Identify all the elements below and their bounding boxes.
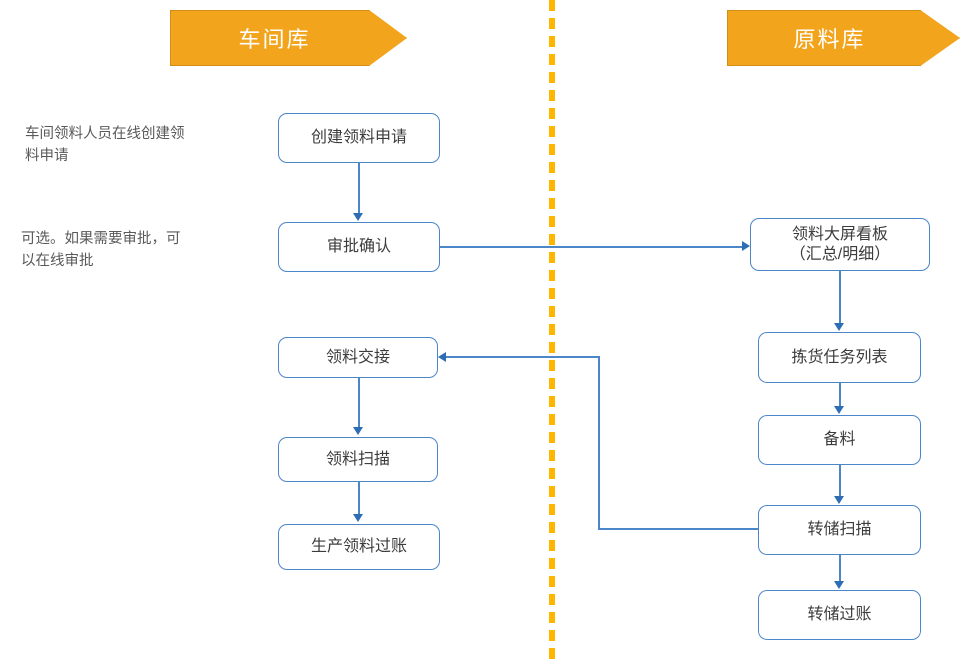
node-picking-dashboard-label-line2: （汇总/明细） [789,245,891,263]
connector-create-to-approval [358,163,360,215]
node-create-picking-request[interactable]: 创建领料申请 [278,113,440,163]
lane-banner-workshop-warehouse: 车间库 [170,10,407,66]
node-create-picking-request-label: 创建领料申请 [310,129,407,147]
node-material-preparation[interactable]: 备料 [758,415,921,465]
connector-transfer-scan-to-posting [839,555,841,583]
node-approval-confirm[interactable]: 审批确认 [278,222,440,272]
node-picking-dashboard[interactable]: 领料大屏看板 （汇总/明细） [750,218,930,271]
lane-divider-dashed-line [549,0,555,665]
node-picking-dashboard-label: 领料大屏看板 [791,225,888,243]
arrowhead-preparation-to-transfer-scan [834,496,844,504]
node-transfer-posting[interactable]: 转储过账 [758,590,921,640]
connector-transfer-scan-to-handover-riser [598,356,600,529]
arrowhead-task-list-to-preparation [834,406,844,414]
connector-transfer-scan-to-handover-top [446,356,599,358]
lane-banner-raw-material-warehouse: 原料库 [727,10,960,66]
arrowhead-transfer-scan-to-posting [834,581,844,589]
arrowhead-transfer-scan-to-handover [438,352,446,362]
node-production-issue-posting-label: 生产领料过账 [310,538,407,556]
node-transfer-scan-label: 转储扫描 [807,521,872,539]
arrowhead-create-to-approval [353,213,363,221]
connector-material-scan-to-posting [358,482,360,515]
connector-transfer-scan-to-handover-bottom [598,528,759,530]
node-transfer-posting-label: 转储过账 [807,606,872,624]
arrowhead-material-scan-to-posting [353,514,363,522]
connector-approval-to-dashboard [440,246,743,248]
arrowhead-approval-to-dashboard [742,241,750,251]
node-production-issue-posting[interactable]: 生产领料过账 [278,524,440,570]
note-create-request: 车间领料人员在线创建领 料申请 [25,126,185,164]
arrowhead-handover-to-material-scan [353,427,363,435]
connector-dashboard-to-task-list [839,271,841,325]
node-picking-task-list-label: 拣货任务列表 [791,348,888,366]
lane-banner-workshop-warehouse-label: 车间库 [238,27,311,52]
node-material-handover-label: 领料交接 [325,348,390,366]
note-approval: 可选。如果需要审批，可 以在线审批 [21,231,181,269]
connector-preparation-to-transfer-scan [839,465,841,498]
arrowhead-dashboard-to-task-list [834,323,844,331]
node-picking-task-list[interactable]: 拣货任务列表 [758,332,921,383]
node-approval-confirm-label: 审批确认 [326,238,391,256]
node-material-scan-label: 领料扫描 [325,450,390,468]
node-transfer-scan[interactable]: 转储扫描 [758,505,921,555]
lane-banner-raw-material-warehouse-label: 原料库 [793,27,866,52]
connector-handover-to-material-scan [358,378,360,428]
node-material-preparation-label: 备料 [823,431,856,449]
node-material-handover[interactable]: 领料交接 [278,337,438,378]
connector-task-list-to-preparation [839,383,841,408]
node-material-scan[interactable]: 领料扫描 [278,437,438,482]
